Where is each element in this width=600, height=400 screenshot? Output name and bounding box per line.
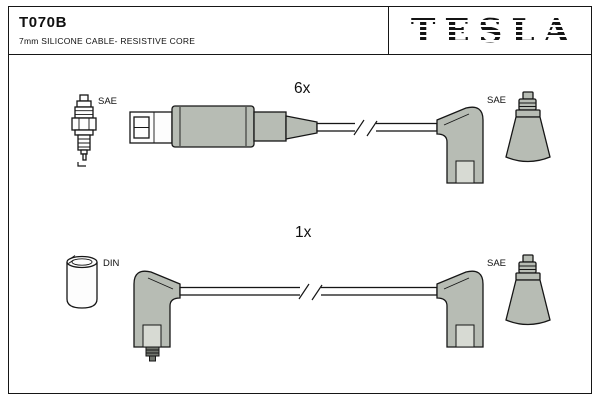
connector-label-left: DIN — [103, 258, 120, 269]
frame: T070B 7mm SILICONE CABLE- RESISTIVE CORE… — [8, 6, 592, 394]
bottom-terminal — [145, 346, 160, 362]
subtitle: 7mm SILICONE CABLE- RESISTIVE CORE — [19, 36, 196, 46]
cable-break — [298, 283, 323, 301]
din-socket-icon — [66, 255, 98, 309]
elbow-boot-right — [436, 270, 484, 348]
header: T070B 7mm SILICONE CABLE- RESISTIVE CORE… — [9, 7, 591, 55]
cable-group-6x: 6x SAE — [71, 80, 551, 184]
connector-label-right: SAE — [487, 258, 506, 269]
elbow-boot-left — [133, 270, 181, 348]
quantity-label: 6x — [294, 80, 311, 97]
logo-stripes-decoration — [389, 7, 591, 54]
cable-group-1x: 1x DIN SAE — [66, 224, 551, 362]
quantity-label: 1x — [295, 224, 312, 241]
straight-boot-connector — [129, 105, 318, 148]
brand-logo: TESLA — [388, 7, 591, 54]
connector-label-left: SAE — [98, 96, 117, 107]
cable-break — [353, 119, 378, 137]
spark-plug-icon — [71, 94, 97, 167]
cable-line — [179, 283, 438, 301]
part-number: T070B — [19, 14, 68, 31]
elbow-boot-right — [436, 106, 484, 184]
sae-terminal-icon — [505, 254, 551, 326]
title-block: T070B 7mm SILICONE CABLE- RESISTIVE CORE — [19, 14, 195, 46]
connector-label-right: SAE — [487, 95, 506, 106]
sae-terminal-icon — [505, 91, 551, 163]
cable-line — [316, 119, 438, 137]
